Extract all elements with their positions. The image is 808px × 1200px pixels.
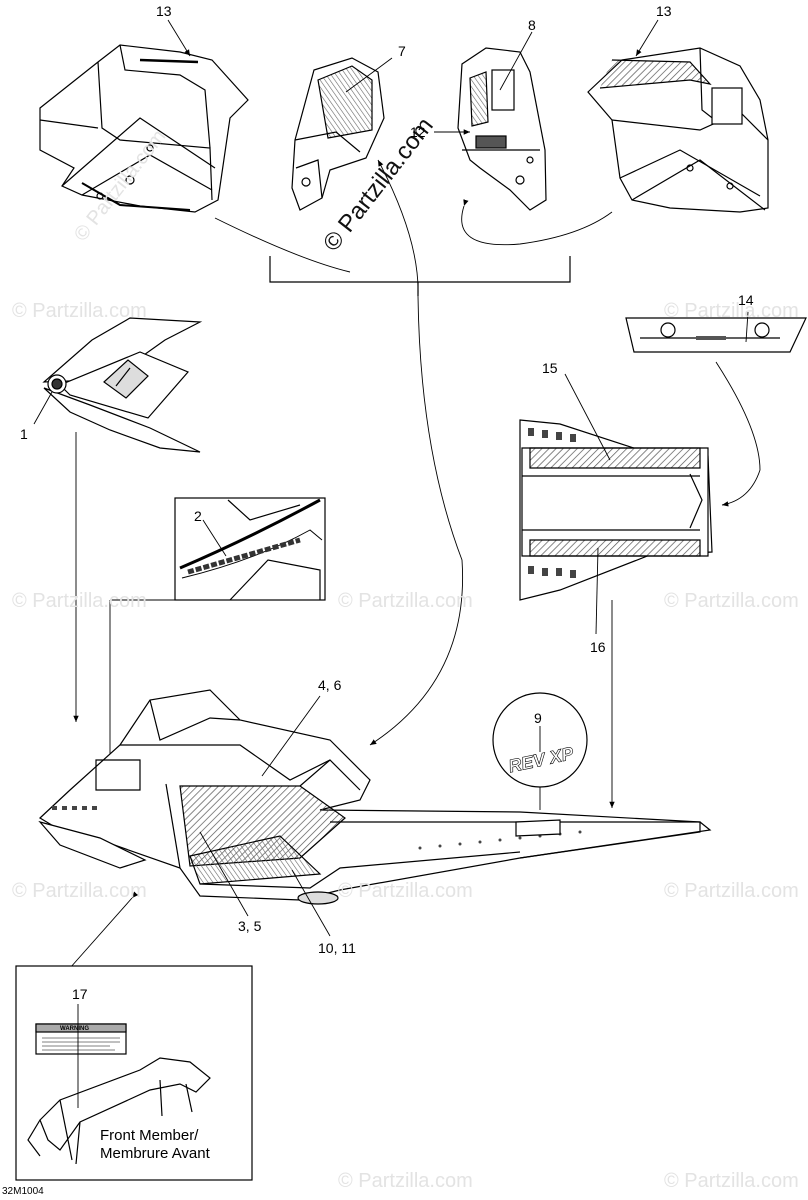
watermark-faint: © Partzilla.com [12, 590, 147, 612]
callout-12: 12 [410, 124, 426, 140]
callout-2: 2 [194, 508, 202, 524]
callout-17: 17 [72, 986, 88, 1002]
inset-caption-line1: Front Member/ [100, 1127, 199, 1144]
callout-13-left: 13 [156, 3, 172, 19]
callout-15: 15 [542, 360, 558, 376]
watermark-faint: © Partzilla.com [664, 590, 799, 612]
group-bracket [269, 256, 571, 283]
tunnel-decal-plate [625, 317, 807, 353]
watermark-faint: © Partzilla.com [12, 300, 147, 322]
callout-3-5: 3, 5 [238, 918, 262, 934]
console-left-piece [291, 57, 385, 211]
callout-8: 8 [528, 17, 536, 33]
watermark-faint: © Partzilla.com [338, 1170, 473, 1192]
callout-4-6: 4, 6 [318, 677, 342, 693]
hood-nose-piece [42, 317, 203, 453]
inset-caption: Front Member/ Membrure Avant [100, 1127, 210, 1163]
figure-code: 32M1004 [2, 1186, 44, 1197]
warning-label-title: WARNING [60, 1026, 89, 1032]
callout-13-right: 13 [656, 3, 672, 19]
snowmobile-main-view [38, 689, 712, 905]
callout-10-11: 10, 11 [318, 940, 356, 956]
watermark-faint: © Partzilla.com [664, 880, 799, 902]
inset-caption-line2: Membrure Avant [100, 1145, 210, 1162]
callout-14: 14 [738, 292, 754, 308]
callout-7: 7 [398, 43, 406, 59]
callout-16: 16 [590, 639, 606, 655]
watermark-faint: © Partzilla.com [12, 880, 147, 902]
watermark-faint: © Partzilla.com [664, 1170, 799, 1192]
callout-9: 9 [534, 710, 542, 726]
watermark-faint: © Partzilla.com [338, 880, 473, 902]
front-member-inset [15, 965, 253, 1181]
console-right-piece [457, 47, 547, 211]
callout-1: 1 [20, 426, 28, 442]
right-side-panel [587, 47, 769, 213]
watermark-faint: © Partzilla.com [664, 300, 799, 322]
watermark-faint: © Partzilla.com [338, 590, 473, 612]
left-side-panel [39, 44, 249, 213]
tunnel-deck-topview [519, 419, 713, 601]
